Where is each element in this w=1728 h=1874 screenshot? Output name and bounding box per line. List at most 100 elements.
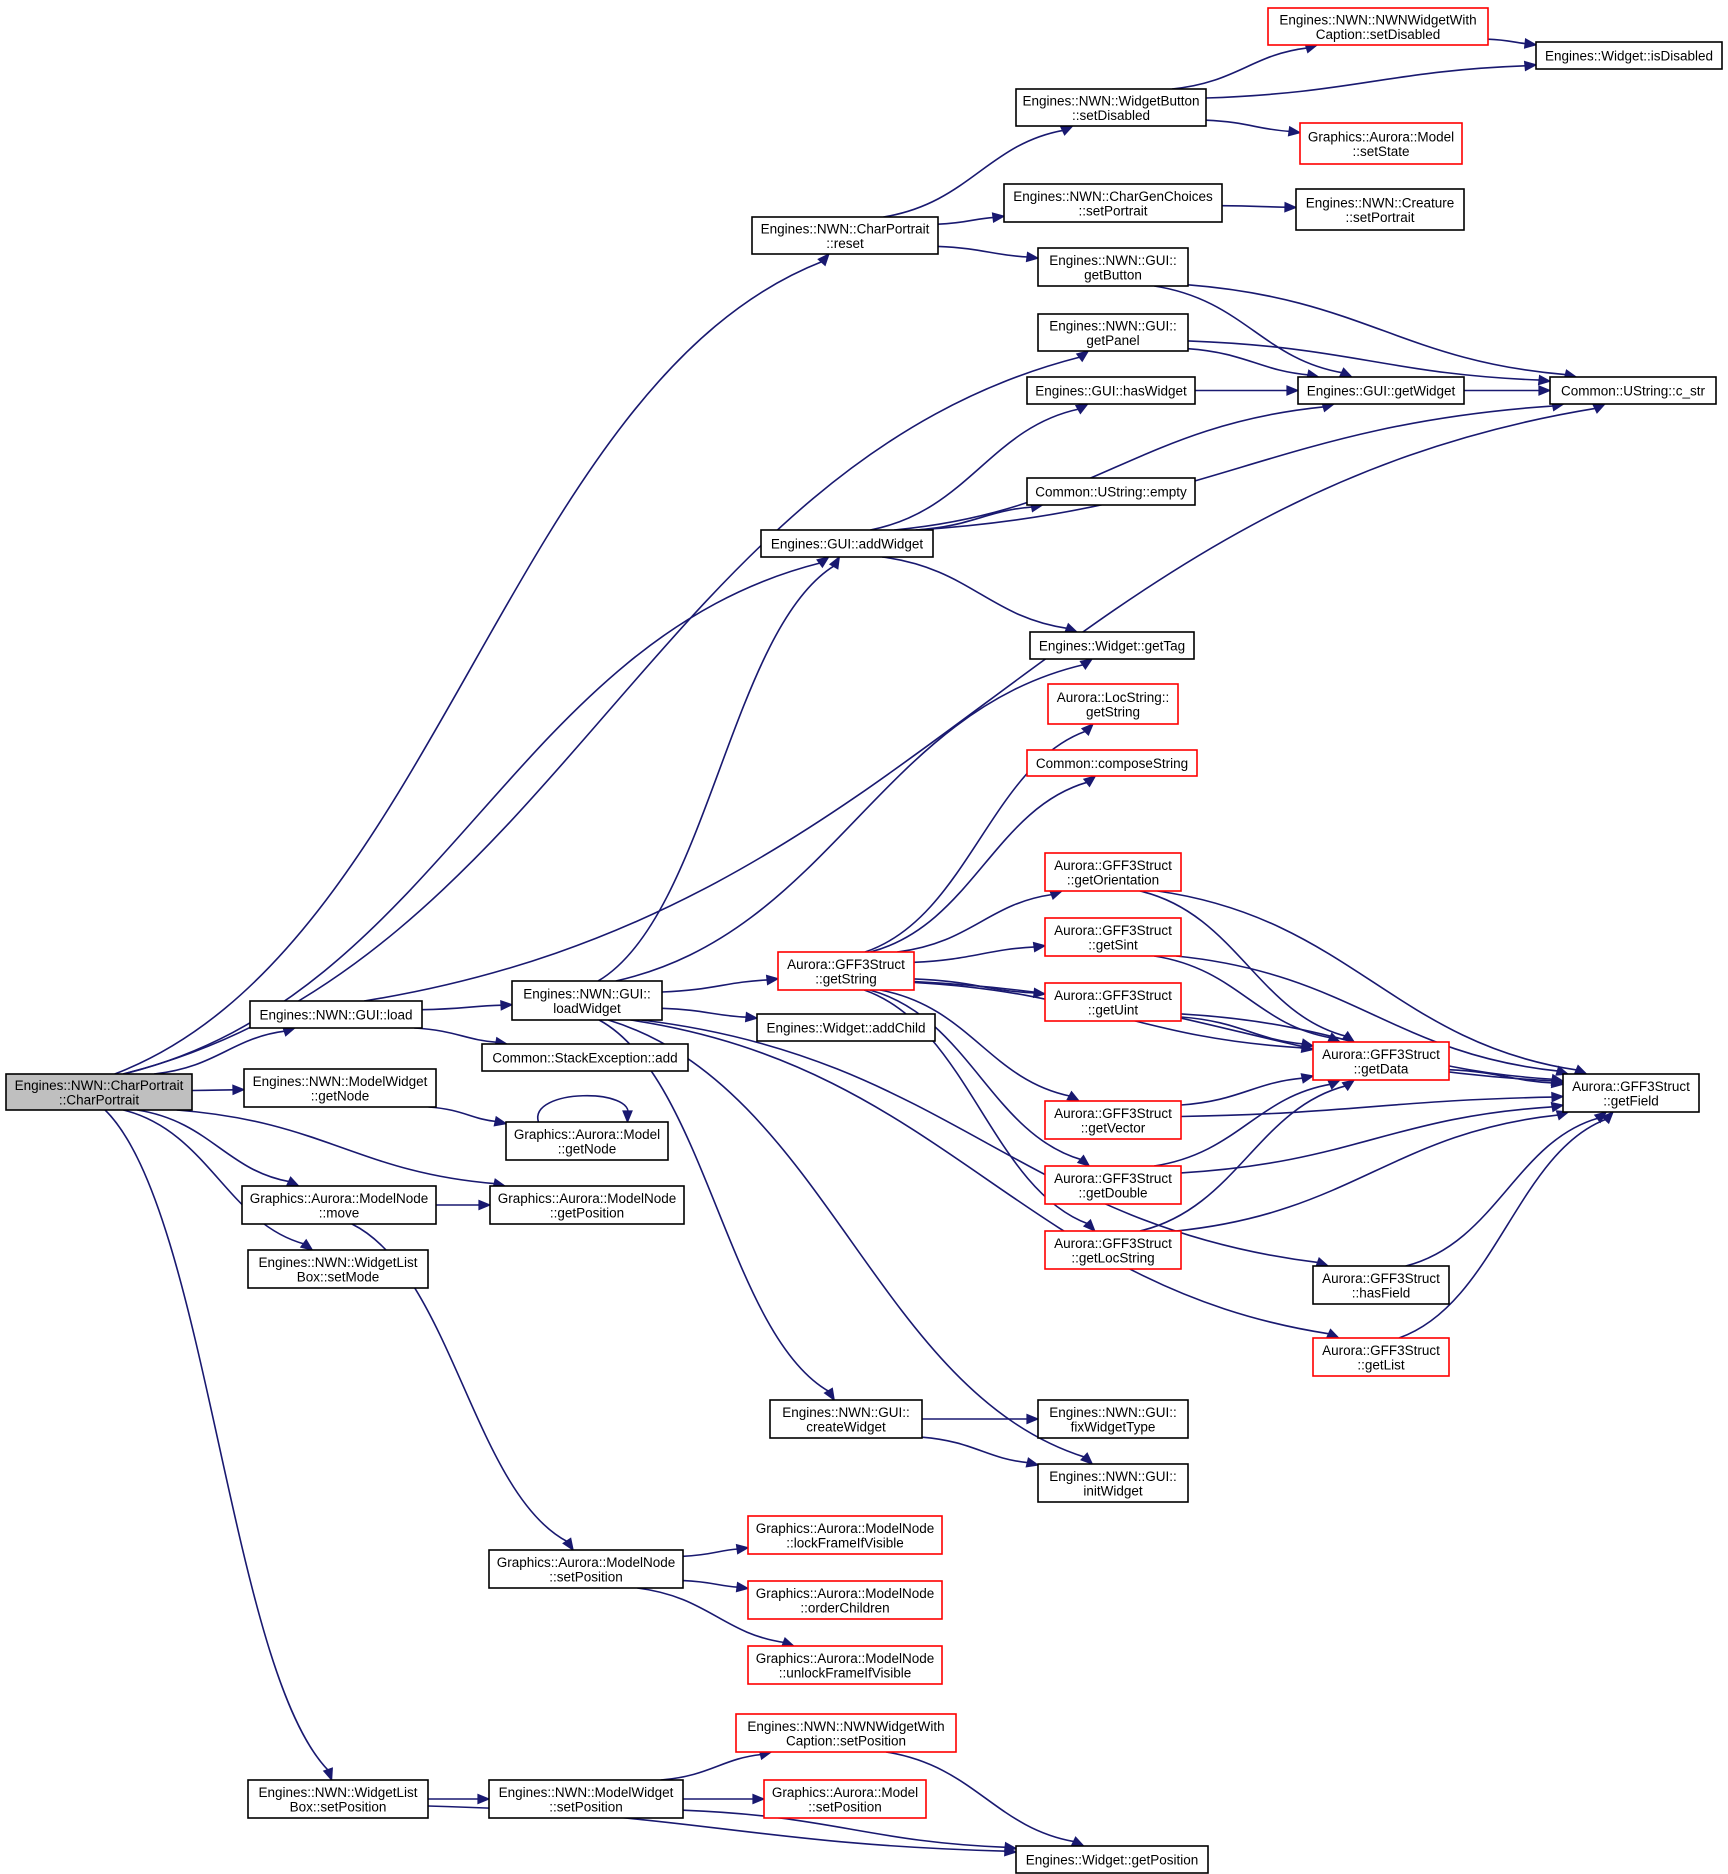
- node-wb-setDisabled[interactable]: Engines::NWN::WidgetButton::setDisabled: [1015, 88, 1207, 127]
- node-mn-lockFrame[interactable]: Graphics::Aurora::ModelNode::lockFrameIf…: [747, 1515, 943, 1555]
- node-w-addChild[interactable]: Engines::Widget::addChild: [756, 1013, 936, 1042]
- node-box[interactable]: [1297, 376, 1465, 405]
- node-reset[interactable]: Engines::NWN::CharPortrait::reset: [751, 216, 939, 255]
- node-box[interactable]: [1044, 1230, 1182, 1270]
- node-gui-createWidget[interactable]: Engines::NWN::GUI::createWidget: [769, 1399, 923, 1439]
- node-box[interactable]: [249, 1000, 423, 1029]
- node-gff-getList[interactable]: Aurora::GFF3Struct::getList: [1312, 1337, 1450, 1377]
- node-gff-getSint[interactable]: Aurora::GFF3Struct::getSint: [1044, 917, 1182, 957]
- node-box[interactable]: [5, 1073, 193, 1111]
- node-box[interactable]: [777, 951, 915, 991]
- node-box[interactable]: [1037, 1463, 1189, 1503]
- node-gui-load[interactable]: Engines::NWN::GUI::load: [249, 1000, 423, 1029]
- node-cstr[interactable]: Common::UString::c_str: [1549, 376, 1717, 405]
- node-box[interactable]: [735, 1713, 957, 1753]
- node-gff-getString[interactable]: Aurora::GFF3Struct::getString: [777, 951, 915, 991]
- node-gff-getDouble[interactable]: Aurora::GFF3Struct::getDouble: [1044, 1165, 1182, 1205]
- node-nwnwwc-setDisabled[interactable]: Engines::NWN::NWNWidgetWithCaption::setD…: [1267, 7, 1489, 46]
- node-model-getNode[interactable]: Graphics::Aurora::Model::getNode: [505, 1121, 669, 1161]
- node-box[interactable]: [1026, 477, 1196, 506]
- node-gui-loadWidget[interactable]: Engines::NWN::GUI::loadWidget: [511, 980, 663, 1021]
- node-gff-getField[interactable]: Aurora::GFF3Struct::getField: [1562, 1073, 1700, 1113]
- node-box[interactable]: [488, 1549, 684, 1589]
- node-w-getTag[interactable]: Engines::Widget::getTag: [1029, 631, 1195, 660]
- node-box[interactable]: [1549, 376, 1717, 405]
- node-box[interactable]: [243, 1068, 437, 1108]
- node-mw-getNode[interactable]: Engines::NWN::ModelWidget::getNode: [243, 1068, 437, 1108]
- node-gui-getButton[interactable]: Engines::NWN::GUI::getButton: [1037, 247, 1189, 287]
- node-mn-move[interactable]: Graphics::Aurora::ModelNode::move: [241, 1185, 437, 1225]
- node-box[interactable]: [505, 1121, 669, 1161]
- node-box[interactable]: [1044, 1165, 1182, 1205]
- node-mn-getPosition[interactable]: Graphics::Aurora::ModelNode::getPosition: [489, 1185, 685, 1225]
- node-box[interactable]: [751, 216, 939, 255]
- node-ustr-empty[interactable]: Common::UString::empty: [1026, 477, 1196, 506]
- node-w-isDisabled[interactable]: Engines::Widget::isDisabled: [1535, 41, 1723, 70]
- node-gff-getData[interactable]: Aurora::GFF3Struct::getData: [1312, 1041, 1450, 1081]
- node-gff-getVector[interactable]: Aurora::GFF3Struct::getVector: [1044, 1100, 1182, 1140]
- node-box[interactable]: [1044, 852, 1182, 892]
- node-gff-getLocString[interactable]: Aurora::GFF3Struct::getLocString: [1044, 1230, 1182, 1270]
- node-box[interactable]: [1044, 917, 1182, 957]
- node-gui-fixWidgetType[interactable]: Engines::NWN::GUI::fixWidgetType: [1037, 1399, 1189, 1439]
- node-creature-setPortrait[interactable]: Engines::NWN::Creature::setPortrait: [1295, 188, 1465, 231]
- node-root[interactable]: Engines::NWN::CharPortrait::CharPortrait: [5, 1073, 193, 1111]
- node-nwnwwc-setPosition[interactable]: Engines::NWN::NWNWidgetWithCaption::setP…: [735, 1713, 957, 1753]
- node-egui-hasWidget[interactable]: Engines::GUI::hasWidget: [1026, 376, 1196, 405]
- node-box[interactable]: [488, 1779, 684, 1819]
- node-box[interactable]: [489, 1185, 685, 1225]
- node-box[interactable]: [481, 1043, 689, 1072]
- node-box[interactable]: [1312, 1041, 1450, 1081]
- node-mw-setPosition[interactable]: Engines::NWN::ModelWidget::setPosition: [488, 1779, 684, 1819]
- node-loc-getString[interactable]: Aurora::LocString::getString: [1047, 683, 1179, 725]
- node-box[interactable]: [1312, 1265, 1450, 1305]
- node-box[interactable]: [1044, 1100, 1182, 1140]
- node-mn-unlockFrame[interactable]: Graphics::Aurora::ModelNode::unlockFrame…: [747, 1645, 943, 1685]
- node-box[interactable]: [1026, 376, 1196, 405]
- node-model-setState[interactable]: Graphics::Aurora::Model::setState: [1299, 122, 1463, 165]
- node-box[interactable]: [1037, 247, 1189, 287]
- node-gui-getPanel[interactable]: Engines::NWN::GUI::getPanel: [1037, 313, 1189, 352]
- node-stackexc-add[interactable]: Common::StackException::add: [481, 1043, 689, 1072]
- node-box[interactable]: [247, 1249, 429, 1289]
- node-composeString[interactable]: Common::composeString: [1026, 749, 1198, 777]
- node-w-getPosition[interactable]: Engines::Widget::getPosition: [1015, 1845, 1209, 1874]
- node-box[interactable]: [1535, 41, 1723, 70]
- node-mn-orderChildren[interactable]: Graphics::Aurora::ModelNode::orderChildr…: [747, 1580, 943, 1620]
- node-box[interactable]: [511, 980, 663, 1021]
- node-box[interactable]: [760, 529, 934, 558]
- node-box[interactable]: [1312, 1337, 1450, 1377]
- node-box[interactable]: [763, 1779, 927, 1819]
- node-box[interactable]: [1037, 1399, 1189, 1439]
- node-egui-addWidget[interactable]: Engines::GUI::addWidget: [760, 529, 934, 558]
- node-box[interactable]: [747, 1645, 943, 1685]
- node-box[interactable]: [1029, 631, 1195, 660]
- node-gff-getOrientation[interactable]: Aurora::GFF3Struct::getOrientation: [1044, 852, 1182, 892]
- node-box[interactable]: [747, 1515, 943, 1555]
- node-gui-initWidget[interactable]: Engines::NWN::GUI::initWidget: [1037, 1463, 1189, 1503]
- node-box[interactable]: [241, 1185, 437, 1225]
- node-box[interactable]: [1299, 122, 1463, 165]
- node-box[interactable]: [747, 1580, 943, 1620]
- node-box[interactable]: [247, 1779, 429, 1819]
- node-box[interactable]: [1267, 7, 1489, 46]
- node-mn-setPosition[interactable]: Graphics::Aurora::ModelNode::setPosition: [488, 1549, 684, 1589]
- node-box[interactable]: [1562, 1073, 1700, 1113]
- node-gff-getUint[interactable]: Aurora::GFF3Struct::getUint: [1044, 982, 1182, 1022]
- node-box[interactable]: [1026, 749, 1198, 777]
- node-gff-hasField[interactable]: Aurora::GFF3Struct::hasField: [1312, 1265, 1450, 1305]
- node-egui-getWidget[interactable]: Engines::GUI::getWidget: [1297, 376, 1465, 405]
- node-box[interactable]: [1003, 183, 1223, 223]
- node-model-setPosition[interactable]: Graphics::Aurora::Model::setPosition: [763, 1779, 927, 1819]
- node-box[interactable]: [756, 1013, 936, 1042]
- node-box[interactable]: [1044, 982, 1182, 1022]
- node-box[interactable]: [1015, 1845, 1209, 1874]
- node-box[interactable]: [1037, 313, 1189, 352]
- node-box[interactable]: [1295, 188, 1465, 231]
- node-box[interactable]: [769, 1399, 923, 1439]
- node-box[interactable]: [1047, 683, 1179, 725]
- node-box[interactable]: [1015, 88, 1207, 127]
- node-cgc-setPortrait[interactable]: Engines::NWN::CharGenChoices::setPortrai…: [1003, 183, 1223, 223]
